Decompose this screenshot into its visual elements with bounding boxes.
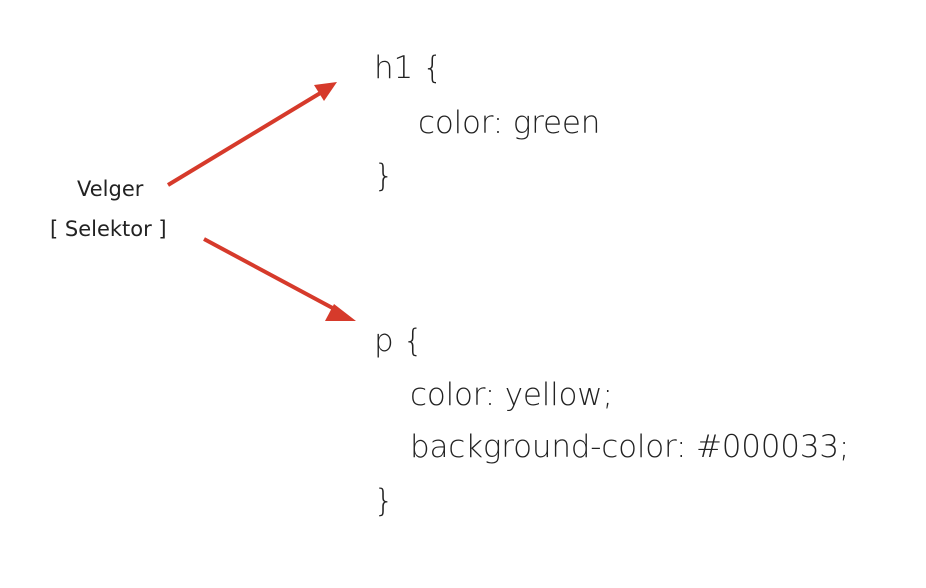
p-closing-brace: }: [374, 483, 394, 519]
h1-selector-line: h1 {: [374, 50, 443, 86]
h1-color-declaration: color: green: [418, 105, 601, 141]
p-background-color-declaration: background-color: #000033;: [410, 429, 850, 465]
selektor-label: [ Selektor ]: [50, 217, 167, 241]
velger-label: Velger: [77, 177, 144, 201]
arrow-to-h1: [166, 82, 337, 187]
h1-closing-brace: }: [374, 158, 394, 194]
p-selector-line: p {: [374, 323, 423, 359]
arrow-to-p: [203, 237, 356, 321]
p-color-declaration: color: yellow;: [410, 377, 613, 413]
